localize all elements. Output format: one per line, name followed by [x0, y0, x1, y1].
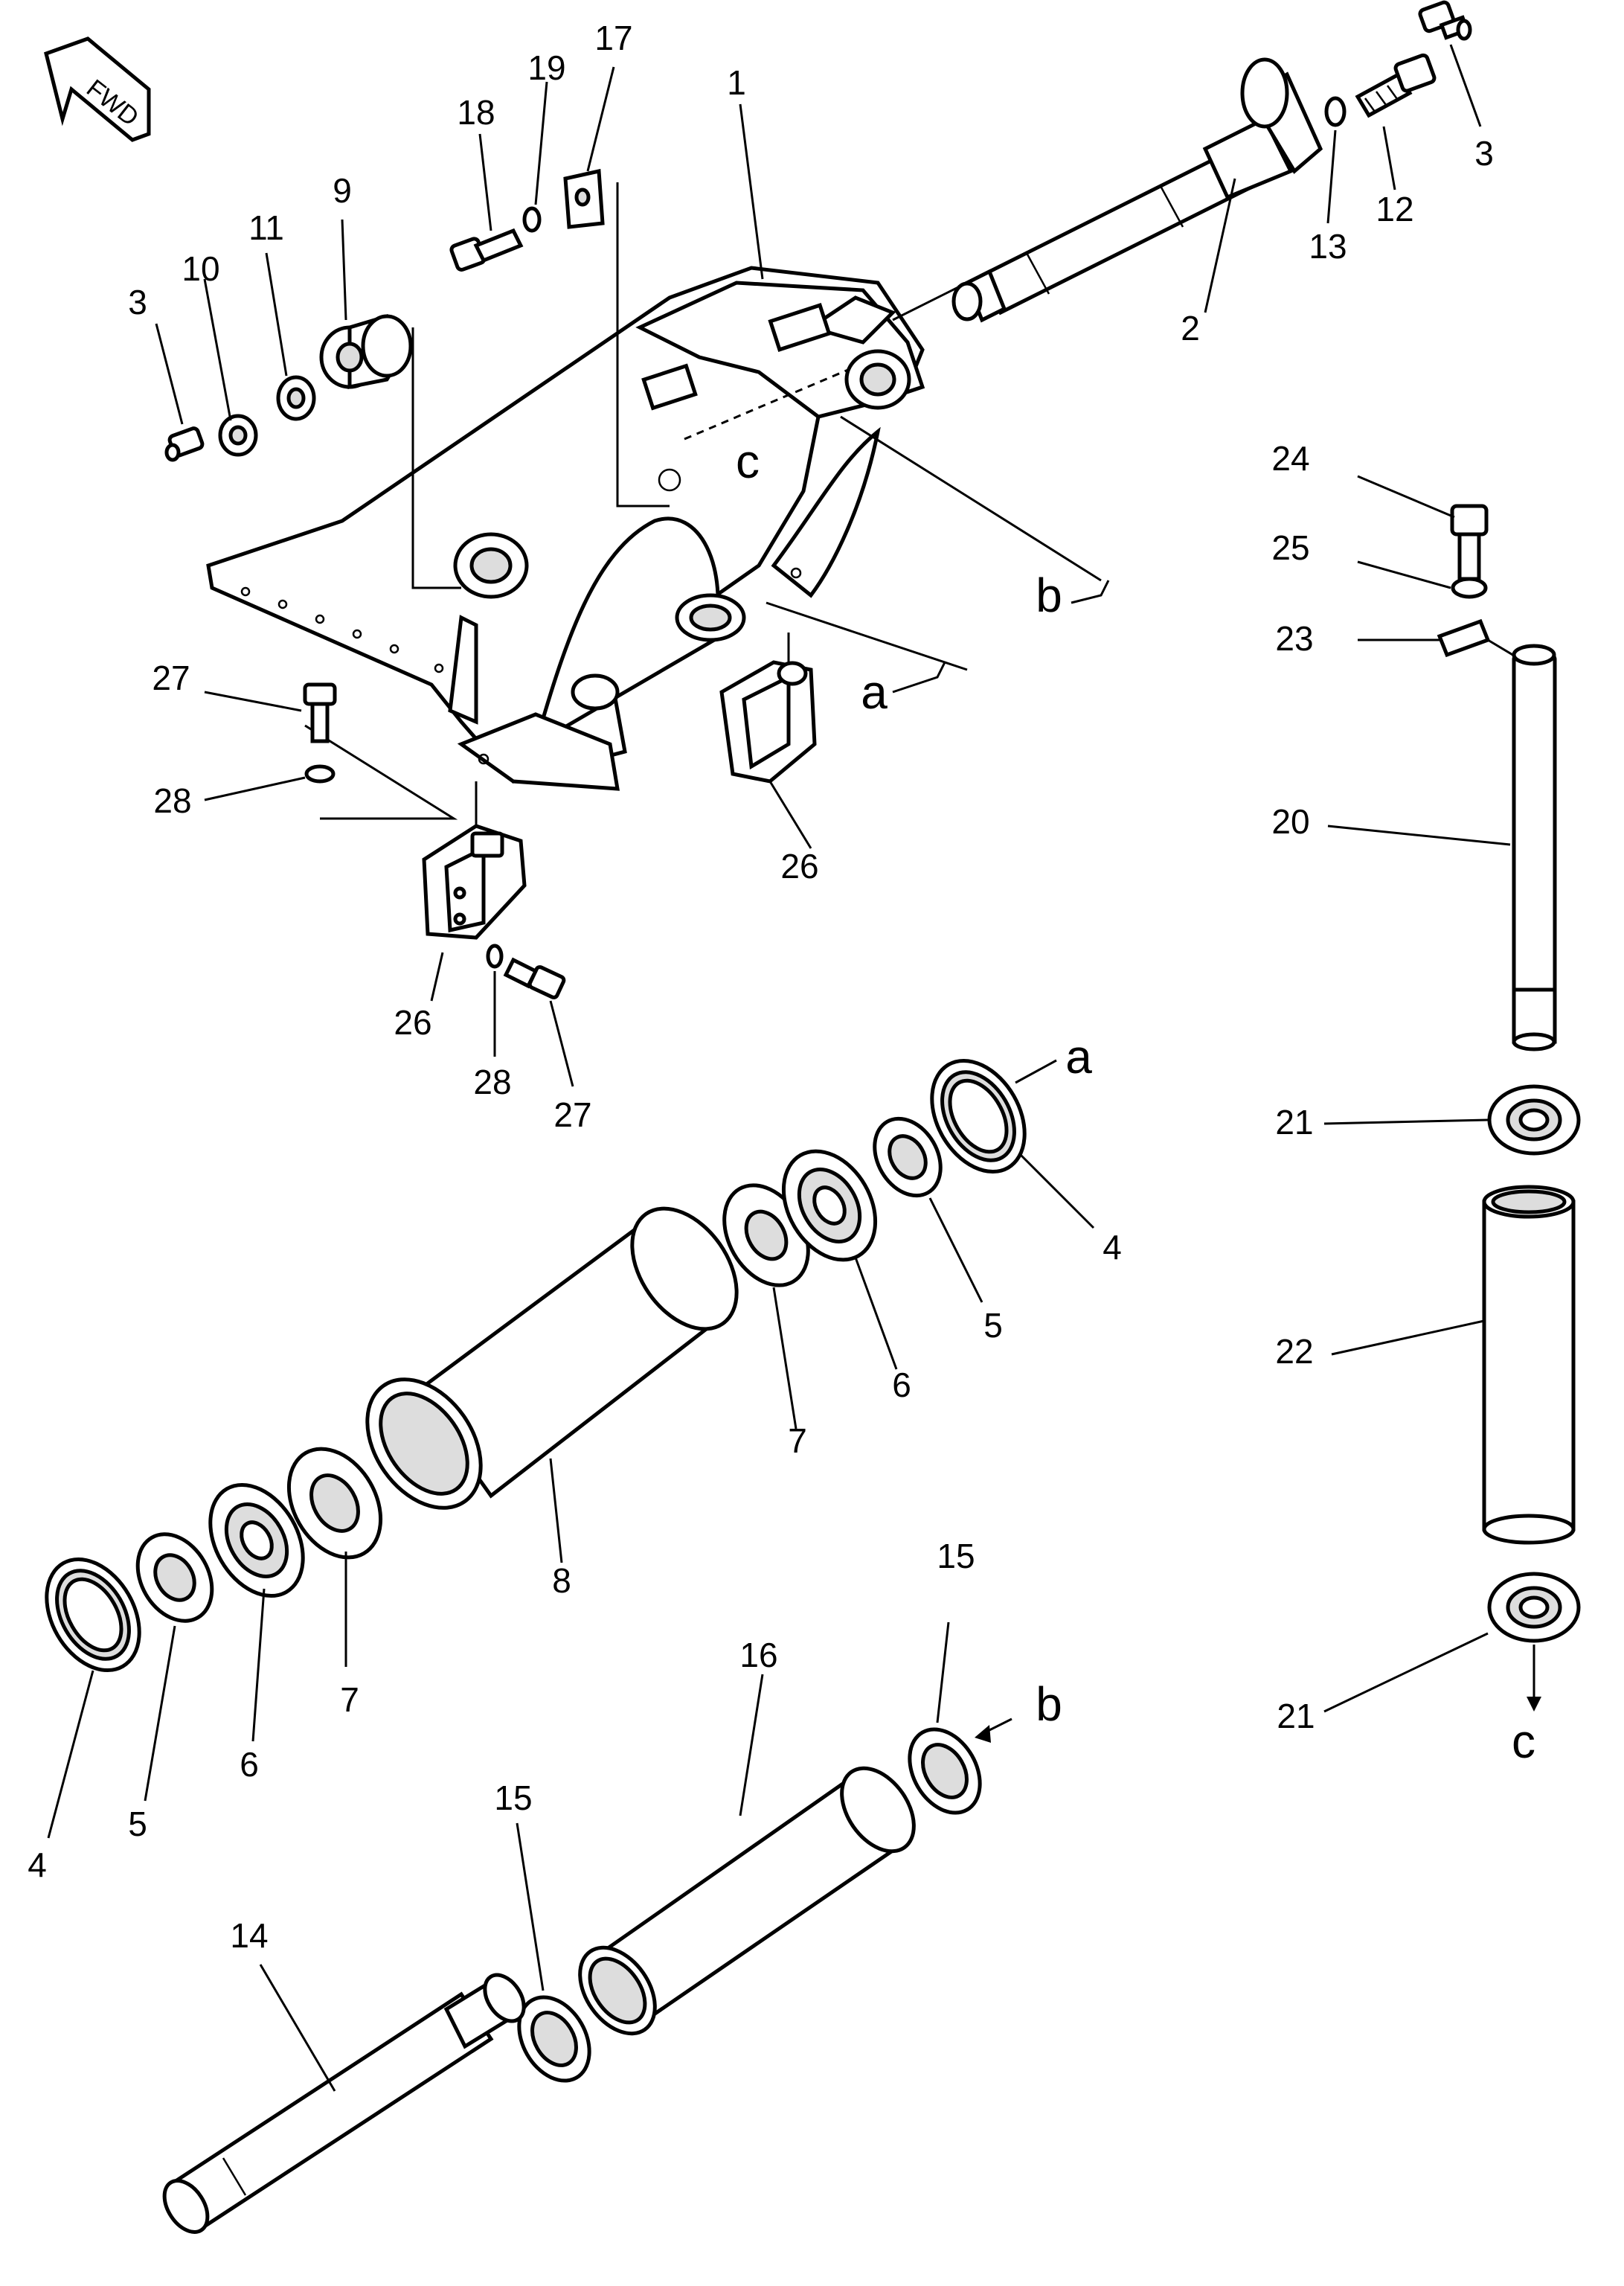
washer-19 [522, 206, 542, 233]
part-label-8: 8 [552, 1561, 571, 1600]
part-label-7-left: 7 [340, 1680, 359, 1719]
bracket-26-right [719, 660, 817, 784]
part-label-3-left: 3 [128, 283, 147, 321]
bushing-9 [319, 314, 413, 390]
sleeve-22 [1482, 1185, 1576, 1545]
bearing-6-right [781, 1149, 878, 1262]
part-label-22: 22 [1275, 1332, 1313, 1371]
part-label-24: 24 [1271, 439, 1309, 478]
part-label-13: 13 [1309, 227, 1347, 266]
part-label-21-top: 21 [1275, 1103, 1313, 1142]
bearing-6-left [208, 1482, 305, 1598]
washer-25 [1451, 577, 1488, 599]
part-label-4-left: 4 [28, 1845, 47, 1884]
lock-washer-11 [276, 375, 316, 421]
bearing-21-top [1487, 1084, 1581, 1156]
part-label-28-bottom: 28 [473, 1063, 511, 1101]
part-label-15-right: 15 [937, 1537, 975, 1575]
seal-4-right [930, 1058, 1027, 1174]
part-label-6-left: 6 [240, 1745, 259, 1784]
part-label-26-left: 26 [394, 1003, 431, 1042]
part-label-10: 10 [182, 249, 219, 288]
pin-14 [162, 1973, 526, 2234]
plate-17 [563, 168, 605, 229]
spacer-5-left [135, 1532, 214, 1623]
part-label-19: 19 [527, 48, 565, 87]
part-label-15-left: 15 [494, 1778, 532, 1817]
part-label-7-right: 7 [788, 1421, 807, 1460]
ref-letter-b-top: b [1036, 569, 1062, 622]
lock-washer-13 [1324, 96, 1347, 127]
part-label-12: 12 [1376, 190, 1413, 228]
part-label-1: 1 [727, 63, 746, 102]
plate-23 [1437, 618, 1491, 658]
part-label-20: 20 [1271, 802, 1309, 841]
bolt-27-bottom [503, 957, 566, 999]
bolt-3-left [164, 426, 205, 462]
part-label-4-right: 4 [1103, 1228, 1122, 1267]
bolt-24 [1450, 504, 1489, 581]
bearing-15-right [908, 1727, 982, 1815]
tube-16 [578, 1766, 916, 2036]
bolt-27-top [303, 682, 337, 743]
part-label-21-bottom: 21 [1277, 1697, 1315, 1735]
main-frame [206, 266, 925, 791]
part-label-17: 17 [594, 19, 632, 57]
washer-28-bottom [486, 944, 504, 969]
part-label-5-right: 5 [983, 1306, 1003, 1345]
ref-letter-c-top: c [736, 435, 760, 488]
ref-letter-c-bottom: c [1512, 1714, 1535, 1768]
fwd-arrow-icon: FWD [44, 36, 151, 142]
ref-letter-a-top: a [861, 665, 888, 719]
ref-letter-b-idler: b [1036, 1677, 1062, 1731]
seal-4-left [45, 1557, 141, 1673]
part-label-11: 11 [248, 208, 284, 247]
bolt-3-right [1418, 0, 1472, 41]
part-label-18: 18 [457, 93, 495, 132]
bolt-12 [1355, 53, 1437, 118]
part-label-26-right: 26 [780, 847, 818, 886]
bracket-26-left [422, 824, 527, 940]
shaft-20 [1512, 644, 1557, 1051]
part-label-28-top: 28 [153, 781, 191, 820]
washer-28-top [304, 764, 336, 784]
bolt-18 [449, 228, 524, 272]
part-label-23: 23 [1275, 619, 1313, 658]
part-label-27-bottom: 27 [553, 1095, 591, 1134]
part-label-25: 25 [1271, 528, 1309, 567]
part-label-3-right: 3 [1474, 134, 1494, 173]
part-label-14: 14 [230, 1916, 268, 1955]
part-label-6-right: 6 [892, 1365, 911, 1404]
bearing-21-bottom [1487, 1572, 1581, 1643]
ref-letter-a-roller: a [1065, 1030, 1092, 1083]
roller-8 [365, 1206, 739, 1510]
shaft [951, 57, 1323, 323]
part-label-9: 9 [333, 171, 352, 210]
spacer-5-right [873, 1116, 943, 1198]
part-label-5-left: 5 [128, 1805, 147, 1843]
bearing-15-left [517, 1995, 591, 2083]
part-label-16: 16 [739, 1636, 777, 1674]
gear-washer-10 [218, 414, 258, 457]
part-label-27-top: 27 [152, 659, 190, 697]
washer-7-left [286, 1447, 383, 1560]
part-label-2: 2 [1181, 309, 1200, 348]
